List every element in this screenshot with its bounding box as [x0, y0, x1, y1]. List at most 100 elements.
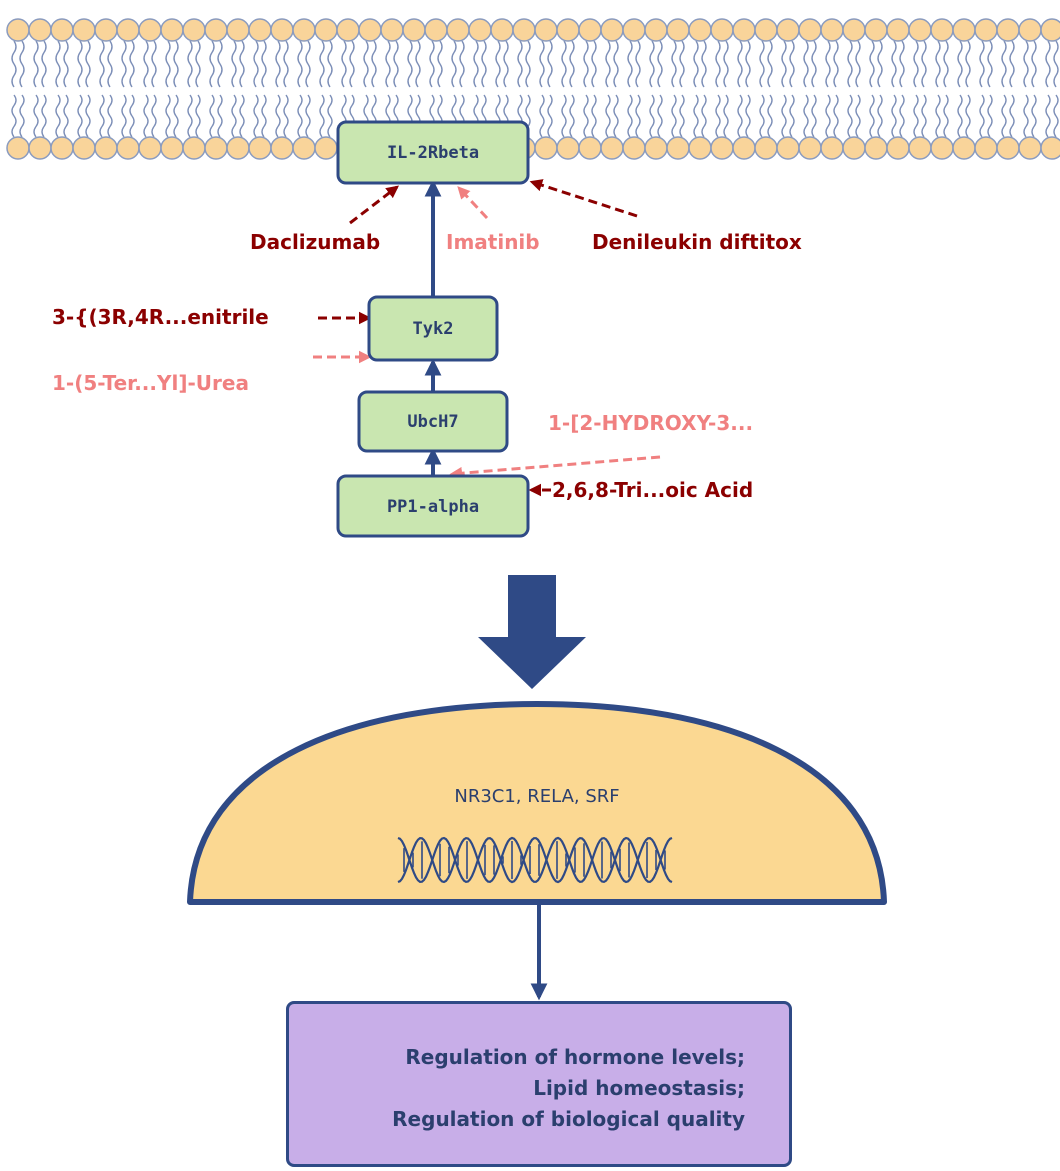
lipid-tail: [121, 40, 127, 88]
lipid-tail: [11, 40, 17, 88]
drug-daclizumab[interactable]: Daclizumab: [250, 230, 380, 254]
lipid-tail: [165, 40, 171, 88]
lipid-tail: [657, 94, 663, 138]
outcome-line-1: Regulation of hormone levels;: [405, 1045, 745, 1069]
lipid-head: [842, 18, 866, 42]
lipid-tail: [55, 94, 61, 138]
lipid-head: [336, 18, 360, 42]
outcome-line-3: Regulation of biological quality: [392, 1107, 745, 1131]
lipid-tail: [877, 94, 883, 138]
drug-pp1-inhibitor-dark[interactable]: 2,6,8-Tri...oic Acid: [552, 478, 753, 502]
lipid-tail: [723, 40, 729, 88]
lipid-tail: [965, 40, 971, 88]
lipid-tail: [319, 40, 325, 88]
drug-denileukin-diftitox[interactable]: Denileukin diftitox: [592, 230, 802, 254]
lipid-tail: [855, 94, 861, 138]
lipid-tail: [85, 40, 91, 88]
lipid-head: [182, 136, 206, 160]
lipid-tail: [891, 40, 897, 88]
lipid-tail: [297, 94, 303, 138]
lipid-head: [930, 136, 954, 160]
lipid-tail: [349, 40, 355, 88]
lipid-tail: [151, 94, 157, 138]
lipid-tail: [547, 94, 553, 138]
lipid-tail: [1009, 94, 1015, 138]
lipid-tail: [143, 40, 149, 88]
lipid-tail: [855, 40, 861, 88]
lipid-tail: [77, 40, 83, 88]
lipid-tail: [811, 94, 817, 138]
lipid-tail: [943, 94, 949, 138]
lipid-head: [996, 136, 1020, 160]
lipid-tail: [561, 40, 567, 88]
lipid-head: [908, 18, 932, 42]
lipid-tail: [869, 94, 875, 138]
lipid-head: [160, 136, 184, 160]
lipid-head: [204, 18, 228, 42]
lipid-tail: [987, 40, 993, 88]
lipid-tail: [539, 94, 545, 138]
lipid-tail: [129, 40, 135, 88]
lipid-tail: [173, 40, 179, 88]
lipid-head: [402, 18, 426, 42]
lipid-tail: [297, 40, 303, 88]
lipid-tail: [327, 40, 333, 88]
lipid-tail: [869, 40, 875, 88]
lipid-tail: [635, 40, 641, 88]
lipid-tail: [635, 94, 641, 138]
lipid-tail: [913, 40, 919, 88]
lipid-tail: [591, 94, 597, 138]
lipid-tail: [319, 94, 325, 138]
lipid-head: [1018, 136, 1042, 160]
node-ubch7-label: UbcH7: [407, 412, 458, 432]
lipid-tail: [987, 94, 993, 138]
lipid-head: [424, 18, 448, 42]
lipid-head: [644, 136, 668, 160]
node-tyk2-label: Tyk2: [413, 319, 454, 339]
lipid-tail: [679, 94, 685, 138]
lipid-tail: [1031, 94, 1037, 138]
lipid-head: [314, 18, 338, 42]
lipid-head: [512, 18, 536, 42]
lipid-head: [952, 136, 976, 160]
drug-pp1-inhibitor-light[interactable]: 1-[2-HYDROXY-3...: [548, 411, 753, 435]
lipid-head: [996, 18, 1020, 42]
lipid-tail: [1053, 40, 1059, 88]
lipid-tail: [657, 40, 663, 88]
lipid-tail: [85, 94, 91, 138]
lipid-head: [798, 18, 822, 42]
nucleus: NR3C1, RELA, SRF: [187, 701, 887, 905]
lipid-head: [534, 136, 558, 160]
lipid-head: [534, 18, 558, 42]
lipid-head: [314, 136, 338, 160]
lipid-head: [710, 18, 734, 42]
lipid-tail: [503, 40, 509, 88]
node-ubch7[interactable]: UbcH7: [357, 390, 509, 453]
lipid-head: [292, 18, 316, 42]
lipid-tail: [979, 40, 985, 88]
lipid-tail: [627, 40, 633, 88]
node-pp1-alpha[interactable]: PP1-alpha: [336, 474, 530, 538]
lipid-tail: [209, 94, 215, 138]
lipid-tail: [649, 94, 655, 138]
lipid-tail: [583, 40, 589, 88]
lipid-tail: [187, 40, 193, 88]
lipid-tail: [803, 94, 809, 138]
outcome-box: Regulation of hormone levels; Lipid home…: [286, 1001, 792, 1167]
lipid-tail: [1009, 40, 1015, 88]
lipid-head: [908, 136, 932, 160]
drug-imatinib[interactable]: Imatinib: [446, 230, 540, 254]
node-tyk2[interactable]: Tyk2: [367, 295, 499, 362]
drug-tyk2-inhibitor-light[interactable]: 1-(5-Ter...Yl]-Urea: [52, 371, 249, 395]
lipid-tail: [525, 40, 531, 88]
drug-tyk2-inhibitor-dark[interactable]: 3-{(3R,4R...enitrile: [52, 305, 269, 329]
lipid-tail: [107, 40, 113, 88]
lipid-tail: [833, 94, 839, 138]
lipid-tail: [473, 40, 479, 88]
node-il2rbeta[interactable]: IL-2Rbeta: [336, 120, 530, 185]
lipid-tail: [979, 94, 985, 138]
dna-strand: [397, 836, 673, 884]
lipid-tail: [847, 40, 853, 88]
lipid-tail: [253, 40, 259, 88]
lipid-head: [6, 18, 30, 42]
